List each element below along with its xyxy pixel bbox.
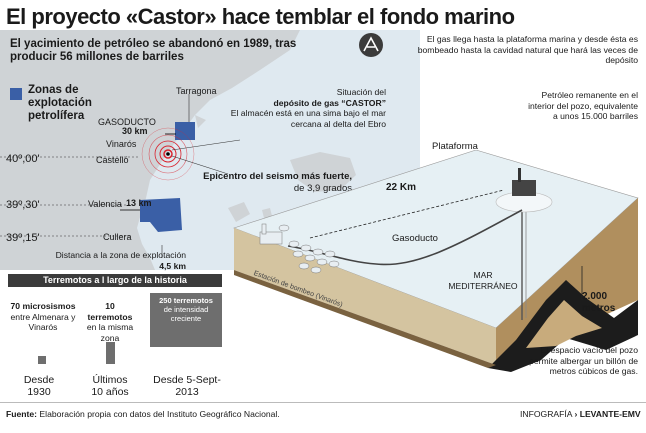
land-area (0, 30, 300, 270)
place-cullera: Cullera (103, 232, 132, 242)
soil-left-face (234, 228, 496, 365)
coord-39-30: 39º,30' (6, 199, 40, 211)
dist-13km: 13 km (126, 198, 152, 208)
distance-note-text: Distancia a la zona de explotación (55, 250, 186, 260)
seismic-rings (141, 127, 195, 181)
place-gasoducto: GASODUCTO (98, 117, 156, 127)
epicenter-note-title: Epicentro del seismo más fuerte, (203, 171, 352, 182)
ebro-delta (195, 115, 206, 128)
source-label: Fuente: (6, 409, 38, 419)
credit-pre: INFOGRAFÍA (520, 409, 573, 419)
deposit-note: Situación del depósito de gas “CASTOR” E… (220, 87, 386, 129)
compass-icon (359, 33, 383, 57)
empty-cavity (526, 300, 602, 348)
history-bar-2 (106, 342, 115, 364)
history-count-3: 250 terremotos (159, 296, 213, 305)
history-item-2: 10 terremotos en la misma zona (82, 301, 138, 343)
history-desc-1: entre Almenara y Vinarós (10, 311, 76, 333)
epicenter-note: Epicentro del seismo más fuerte, de 3,9 … (192, 171, 352, 195)
mallorca-island (290, 152, 356, 192)
history-desc-2: en la misma zona (86, 322, 134, 343)
footer-divider (0, 402, 646, 403)
distance-line (309, 189, 505, 239)
place-valencia: Valencia (88, 199, 122, 209)
place-vinaros: Vinarós (106, 139, 137, 149)
gasoducto-label: Gasoducto (392, 233, 438, 244)
gas-note: El gas llega hasta la plataforma marina … (417, 34, 638, 65)
history-header: Terremotos a l largo de la historia (8, 274, 222, 287)
sea-label: MAR MEDITERRÁNEO (448, 270, 518, 291)
soil-base (234, 270, 496, 368)
zone-castor (175, 122, 195, 140)
legend-label: Zonas de explotación petrolífera (28, 84, 92, 122)
coord-39-15: 39º,15' (6, 232, 40, 244)
history-count-2: 10 terremotos (87, 301, 133, 322)
history-period-2: Últimos 10 años (91, 374, 129, 398)
formentera-island (262, 208, 272, 218)
plataforma-label: Plataforma (432, 141, 478, 152)
history-bar-1 (38, 356, 46, 364)
deposit-note-title: depósito de gas “CASTOR” (273, 97, 386, 108)
credit-line: INFOGRAFÍA › LEVANTE-EMV (520, 409, 641, 419)
legend-swatch (10, 88, 22, 100)
source-text: Elaboración propia con datos del Institu… (39, 409, 280, 419)
platform-tower (518, 168, 521, 182)
oil-note: Petróleo remanente en el interior del po… (528, 90, 638, 121)
epicenter-leader (171, 155, 229, 175)
coord-40-00: 40º,00' (6, 153, 40, 165)
source-line: Fuente: Elaboración propia con datos del… (6, 409, 280, 419)
deposit-leader (171, 139, 241, 151)
ibiza-island (228, 202, 250, 222)
subtitle: El yacimiento de petróleo se abandonó en… (10, 38, 297, 63)
deposit-note-pre: Situación del (336, 87, 386, 97)
platform (512, 180, 536, 196)
pumping-station (259, 223, 340, 274)
distance-22km: 22 Km (386, 182, 417, 193)
zone-valencia (140, 198, 182, 232)
dist-30km: 30 km (122, 126, 148, 136)
history-period-1: Desde 1930 (23, 374, 55, 398)
seabed-diagram (233, 150, 639, 372)
epicenter-marker (166, 152, 170, 156)
deposit-note-desc: El almacén está en una sima bajo el mar … (230, 108, 386, 129)
place-castello: Castelló (96, 155, 129, 165)
history-period-3: Desde 5-Sept-2013 (153, 374, 221, 398)
map (0, 30, 420, 270)
chevron-right-icon: › (574, 409, 578, 419)
distance-note: Distancia a la zona de explotación 4,5 k… (40, 250, 186, 271)
epicenter-note-desc: de 3,9 grados (293, 183, 352, 194)
page-title: El proyecto «Castor» hace temblar el fon… (6, 4, 515, 29)
depth-label: 2.000 metros (582, 291, 616, 314)
place-tarragona: Tarragona (176, 86, 217, 96)
distance-note-value: 4,5 km (159, 260, 186, 271)
history-item-1: 70 microsismos entre Almenara y Vinarós (8, 301, 78, 333)
empty-note: El espacio vacío del pozo permite alberg… (529, 345, 638, 376)
history-bar-3: 250 terremotos de intensidad creciente (150, 293, 222, 347)
history-count-1: 70 microsismos (10, 301, 76, 311)
history-desc-3: de intensidad creciente (163, 304, 209, 323)
credit-brand: LEVANTE-EMV (579, 409, 641, 419)
